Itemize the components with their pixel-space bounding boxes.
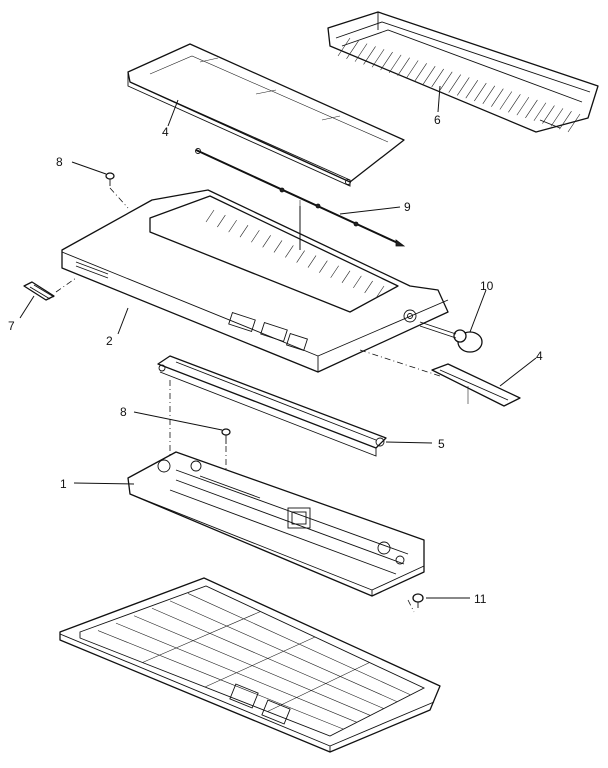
line-detail [262, 235, 271, 248]
line-detail [533, 102, 547, 121]
callout-2: 2 [106, 334, 113, 348]
line-detail [567, 113, 581, 133]
callout-labels: 4 6 8 9 10 7 2 4 5 8 1 11 [8, 113, 543, 606]
line-detail [525, 99, 538, 119]
line-detail [491, 88, 504, 107]
callout-3: 4 [162, 125, 169, 139]
line-detail [337, 37, 351, 57]
line-detail [364, 280, 373, 294]
line-detail [217, 214, 226, 228]
line-detail [142, 611, 261, 663]
line-detail [341, 270, 351, 283]
part-2-main-housing [61, 189, 449, 373]
line-detail [448, 74, 461, 93]
part-11-screw [412, 593, 424, 608]
callout-9: 9 [404, 200, 411, 214]
part-4-bracket [359, 349, 521, 407]
part-3-top-cover [127, 43, 405, 187]
part-8-screw-upper [105, 172, 129, 209]
line-detail [363, 46, 376, 65]
line-detail [422, 65, 436, 85]
line-detail [296, 250, 305, 263]
callout-7: 7 [8, 319, 15, 333]
line-detail [439, 71, 453, 90]
callout-8-lower: 8 [120, 405, 127, 419]
line-detail [457, 77, 470, 96]
line-detail [375, 285, 385, 299]
line-detail [307, 255, 317, 268]
line-detail [516, 96, 530, 116]
line-detail [550, 108, 564, 127]
line-detail [542, 105, 555, 124]
line-detail [508, 94, 521, 113]
part-1-mechanism [127, 451, 425, 613]
line-detail [431, 68, 444, 88]
line-detail [474, 82, 487, 102]
callout-8-upper: 8 [56, 155, 63, 169]
callout-leaders [19, 85, 537, 599]
line-detail [499, 91, 513, 110]
part-8-screw-lower [221, 428, 231, 470]
line-detail [354, 43, 368, 62]
line-detail [319, 260, 328, 273]
line-detail [405, 60, 419, 79]
line-detail [330, 265, 339, 278]
callout-10: 10 [480, 279, 494, 293]
callout-11: 11 [474, 592, 487, 606]
callout-4: 4 [536, 349, 543, 363]
part-7-connector [23, 277, 77, 301]
bottom-case [59, 577, 441, 753]
line-detail [388, 54, 402, 74]
part-10-knob [419, 321, 483, 353]
line-detail [273, 240, 283, 253]
callout-1: 1 [60, 477, 67, 491]
line-detail [228, 219, 237, 233]
line-detail [267, 662, 370, 712]
line-detail [397, 57, 410, 76]
line-detail [371, 49, 385, 68]
callout-6: 6 [434, 113, 441, 127]
line-detail [482, 85, 496, 105]
line-detail [285, 245, 294, 258]
callout-5: 5 [438, 437, 445, 451]
line-detail [239, 225, 249, 238]
part-9-shaft [195, 148, 406, 250]
line-detail [414, 63, 427, 82]
line-detail [204, 636, 316, 688]
line-detail [353, 275, 362, 289]
line-detail [251, 230, 260, 243]
line-detail [559, 111, 572, 130]
line-detail [346, 40, 359, 59]
line-detail [380, 51, 393, 71]
part-5-rail [157, 355, 387, 470]
line-detail [465, 80, 479, 99]
part-6-paper-guide [327, 11, 599, 133]
line-detail [205, 209, 215, 223]
